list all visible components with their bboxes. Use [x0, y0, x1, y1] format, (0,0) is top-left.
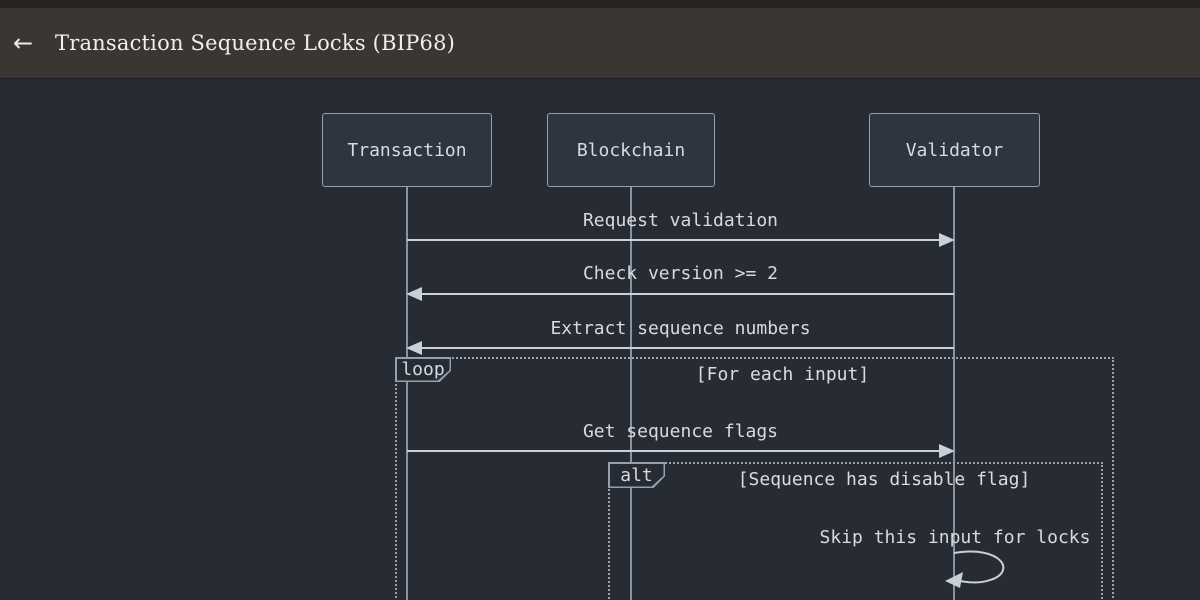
alt-frame — [608, 462, 1103, 600]
alt-frame-tab: alt — [608, 462, 665, 488]
participant-validator: Validator — [869, 113, 1040, 187]
arrowhead-skip-input — [945, 572, 963, 588]
alt-frame-label: alt — [609, 463, 664, 487]
header: ← Transaction Sequence Locks (BIP68) — [0, 8, 1200, 78]
participant-transaction: Transaction — [322, 113, 492, 187]
lifeline-transaction — [406, 187, 408, 600]
arrowhead-request-validation — [939, 233, 955, 247]
lifeline-validator — [953, 187, 955, 600]
message-label-check-version: Check version >= 2 — [582, 263, 779, 284]
participant-blockchain-label: Blockchain — [576, 139, 686, 161]
loop-frame-condition: [For each input] — [695, 364, 870, 385]
back-arrow-icon[interactable]: ← — [13, 29, 34, 57]
message-label-get-sequence-flags: Get sequence flags — [582, 421, 779, 442]
arrowhead-extract-sequence — [406, 341, 422, 355]
participant-validator-label: Validator — [905, 139, 1004, 161]
loop-frame-tab: loop — [395, 357, 451, 382]
lifeline-blockchain — [630, 187, 632, 600]
arrow-self-loop-skip-input — [953, 550, 1005, 584]
top-strip — [0, 0, 1200, 8]
alt-frame-condition: [Sequence has disable flag] — [737, 469, 1031, 490]
loop-frame-label: loop — [396, 358, 450, 381]
arrowhead-get-flags — [939, 444, 955, 458]
message-label-request-validation: Request validation — [582, 210, 779, 231]
message-label-extract-sequence-numbers: Extract sequence numbers — [550, 318, 811, 339]
participant-blockchain: Blockchain — [547, 113, 715, 187]
participant-transaction-label: Transaction — [347, 139, 467, 161]
loop-frame — [395, 357, 1114, 600]
arrowhead-check-version — [406, 287, 422, 301]
page-title: Transaction Sequence Locks (BIP68) — [55, 31, 456, 55]
message-label-skip-input: Skip this input for locks — [819, 527, 1091, 548]
